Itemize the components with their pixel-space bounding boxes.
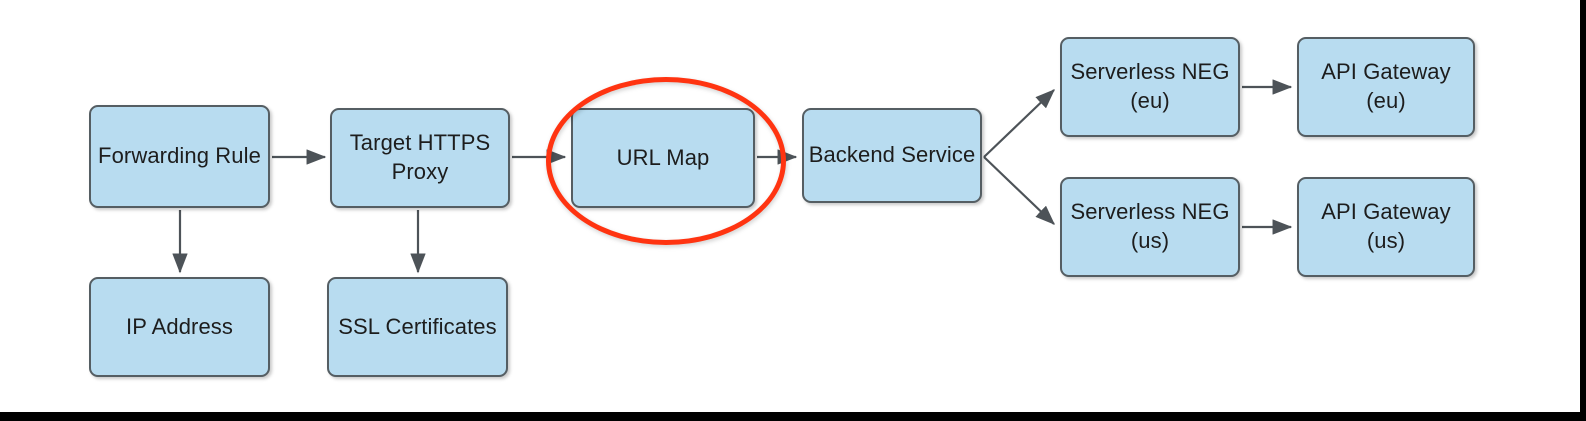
node-label: Serverless NEG (us) bbox=[1070, 199, 1230, 253]
node-api-gateway-eu[interactable]: API Gateway (eu) bbox=[1297, 37, 1475, 137]
node-label: API Gateway (us) bbox=[1321, 199, 1451, 253]
bottom-edge-bar bbox=[0, 412, 1586, 421]
right-edge-bar bbox=[1580, 0, 1586, 421]
node-serverless-neg-us[interactable]: Serverless NEG (us) bbox=[1060, 177, 1240, 277]
node-backend-service[interactable]: Backend Service bbox=[802, 108, 982, 203]
node-url-map[interactable]: URL Map bbox=[571, 108, 755, 208]
node-label: Backend Service bbox=[808, 142, 976, 168]
node-forwarding-rule[interactable]: Forwarding Rule bbox=[89, 105, 270, 208]
node-label: URL Map bbox=[616, 144, 710, 170]
node-label: Serverless NEG (eu) bbox=[1070, 59, 1230, 113]
node-target-https-proxy[interactable]: Target HTTPS Proxy bbox=[330, 108, 510, 208]
node-ssl-certificates[interactable]: SSL Certificates bbox=[327, 277, 508, 377]
edge-backend-to-neg-eu bbox=[983, 89, 1055, 158]
node-label: Target HTTPS Proxy bbox=[349, 130, 491, 184]
node-label: SSL Certificates bbox=[338, 313, 497, 339]
edges-group bbox=[172, 79, 1293, 274]
node-api-gateway-us[interactable]: API Gateway (us) bbox=[1297, 177, 1475, 277]
node-label: IP Address bbox=[126, 313, 233, 339]
edge-backend-to-neg-us bbox=[983, 156, 1055, 225]
node-ip-address[interactable]: IP Address bbox=[89, 277, 270, 377]
node-label: Forwarding Rule bbox=[98, 143, 261, 169]
node-label: API Gateway (eu) bbox=[1321, 59, 1451, 113]
node-serverless-neg-eu[interactable]: Serverless NEG (eu) bbox=[1060, 37, 1240, 137]
